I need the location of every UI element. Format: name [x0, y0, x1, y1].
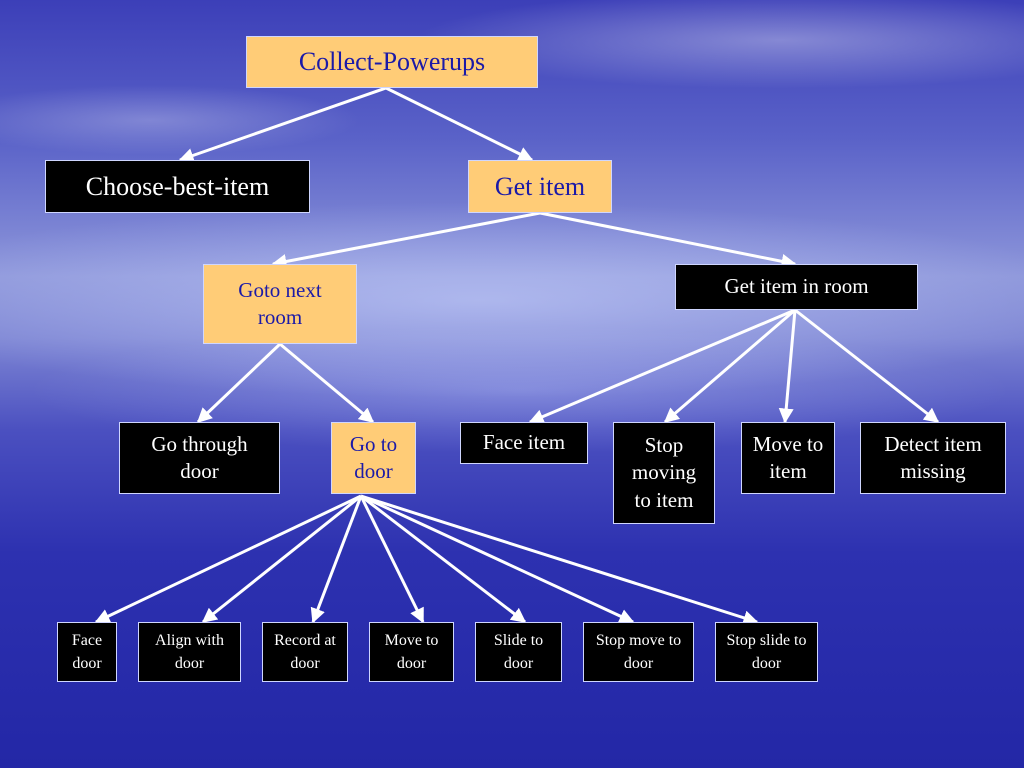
arrow-goto-to-record	[310, 495, 363, 624]
node-label: Get item	[494, 171, 586, 201]
node-label: Move to item	[752, 431, 824, 483]
node-goto-next-room: Goto next room	[203, 264, 357, 344]
node-label: Goto next room	[238, 277, 322, 329]
node-slide-to-door: Slide to door	[475, 622, 562, 682]
node-label: Slide to door	[493, 631, 544, 672]
node-face-door: Face door	[57, 622, 117, 682]
arrow-getitem-to-gotonext	[271, 211, 541, 269]
node-label: Collect-Powerups	[298, 47, 486, 77]
node-label: Stop move to door	[595, 631, 682, 672]
node-label: Stop moving to item	[631, 433, 697, 512]
arrow-room-to-moveitem	[778, 309, 797, 424]
node-face-item: Face item	[460, 422, 588, 464]
arrow-root-to-getitem	[385, 86, 534, 162]
arrow-gotonext-to-gothrough	[196, 342, 282, 424]
arrow-goto-to-align	[201, 494, 362, 624]
node-record-at-door: Record at door	[262, 622, 348, 682]
node-label: Face item	[482, 430, 566, 455]
node-label: Go through door	[151, 431, 248, 483]
arrow-goto-to-slide	[360, 494, 527, 624]
arrow-goto-to-movedoor	[359, 495, 425, 624]
arrow-root-to-choose	[178, 86, 387, 163]
arrow-room-to-stopmoving	[663, 308, 796, 424]
node-label: Get item in room	[724, 274, 869, 299]
node-choose-best-item: Choose-best-item	[45, 160, 310, 213]
node-label: Face door	[71, 631, 103, 672]
arrow-getitem-to-getiteminroom	[539, 211, 797, 269]
arrow-room-to-detect	[794, 308, 940, 424]
node-label: Align with door	[155, 631, 224, 672]
node-move-to-door: Move to door	[369, 622, 454, 682]
node-collect-powerups: Collect-Powerups	[246, 36, 538, 88]
node-get-item-in-room: Get item in room	[675, 264, 918, 310]
node-label: Stop slide to door	[726, 631, 807, 672]
node-stop-move-to-door: Stop move to door	[583, 622, 694, 682]
node-stop-slide-to-door: Stop slide to door	[715, 622, 818, 682]
node-label: Go to door	[349, 431, 398, 483]
arrow-goto-to-facedoor	[94, 494, 362, 624]
node-label: Move to door	[384, 631, 439, 672]
node-move-to-item: Move to item	[741, 422, 835, 494]
node-label: Record at door	[274, 631, 336, 672]
node-align-with-door: Align with door	[138, 622, 241, 682]
node-get-item: Get item	[468, 160, 612, 213]
node-label: Detect item missing	[884, 431, 982, 483]
arrow-goto-to-stopslide	[360, 494, 759, 626]
node-detect-item-missing: Detect item missing	[860, 422, 1006, 494]
node-label: Choose-best-item	[85, 171, 270, 201]
node-go-through-door: Go through door	[119, 422, 280, 494]
node-go-to-door: Go to door	[331, 422, 416, 494]
arrow-goto-to-stopmove	[360, 494, 635, 624]
arrow-room-to-faceitem	[528, 308, 796, 424]
arrow-gotonext-to-goto	[279, 342, 375, 424]
node-stop-moving-to-item: Stop moving to item	[613, 422, 715, 524]
